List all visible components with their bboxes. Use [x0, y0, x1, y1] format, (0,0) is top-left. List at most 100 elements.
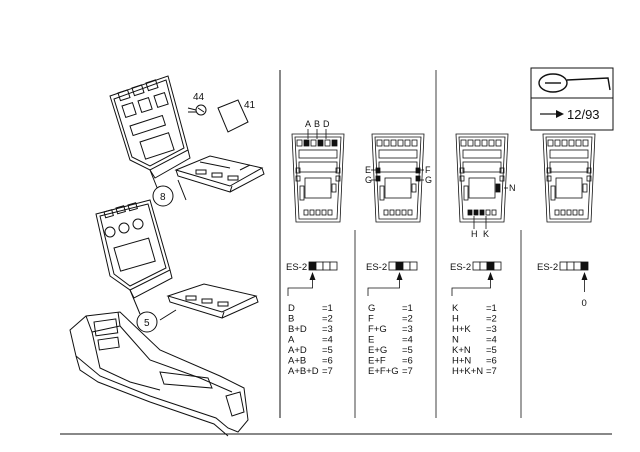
code-value: =7 — [322, 366, 333, 377]
code-value: =4 — [486, 335, 497, 346]
arrow-line — [287, 278, 313, 296]
marker-label: E — [365, 165, 371, 175]
code-combination: D — [288, 303, 295, 314]
steering-wheel-icon — [538, 73, 611, 93]
switch-panel-drawing — [291, 133, 345, 223]
marker-label: H — [471, 229, 478, 239]
upper-tray — [174, 155, 265, 193]
marker-label: G — [425, 175, 432, 185]
arrow-up-icon — [487, 272, 494, 280]
code-combination: E+F+G — [368, 366, 399, 377]
es-bit-box — [486, 261, 495, 271]
code-combination: E+F — [368, 356, 386, 367]
pad-part — [217, 99, 249, 133]
callout-8-label: 8 — [160, 192, 166, 203]
es-label: ES-2 — [286, 262, 307, 273]
es-bit-box — [472, 261, 481, 271]
code-combination: H+N — [452, 356, 471, 367]
marker-label: A — [305, 119, 311, 129]
es-bit-box — [409, 261, 418, 271]
code-combination: H — [452, 314, 459, 325]
es-bit-box — [395, 261, 404, 271]
code-combination: H+K+N — [452, 366, 483, 377]
code-combination: E — [368, 335, 374, 346]
arrow-line — [367, 278, 400, 296]
arrow-right-icon — [540, 110, 564, 118]
es-result: 0 — [582, 298, 587, 309]
code-value: =4 — [402, 335, 413, 346]
code-value: =2 — [402, 314, 413, 325]
code-value: =6 — [402, 356, 413, 367]
code-combination: B — [288, 314, 294, 325]
code-combination: N — [452, 335, 459, 346]
es-bit-box — [479, 261, 488, 271]
upper-console-panel — [109, 75, 191, 179]
code-value: =3 — [486, 324, 497, 335]
center-console-body — [69, 311, 249, 437]
callout-41: 41 — [244, 100, 256, 111]
arrow-up-icon — [396, 272, 403, 280]
es-bit-box — [580, 261, 589, 271]
es-bit-box — [388, 261, 397, 271]
variant-4: ES-2 0 — [537, 133, 596, 309]
es-bit-box — [402, 261, 411, 271]
code-combination: A — [288, 335, 295, 346]
marker-label: B — [314, 119, 320, 129]
switch-panel-drawing — [371, 133, 425, 223]
code-value: =5 — [486, 345, 497, 356]
code-value: =3 — [402, 324, 413, 335]
screw-part — [187, 104, 207, 116]
arrow-up-icon — [581, 272, 588, 280]
code-combination: A+D — [288, 345, 307, 356]
reference-box: 12/93 — [530, 67, 614, 131]
code-value: =7 — [402, 366, 413, 377]
es-bit-box — [329, 261, 338, 271]
code-combination: F — [368, 314, 374, 325]
code-value: =1 — [322, 303, 333, 314]
code-combination: A+B — [288, 356, 306, 367]
code-value: =5 — [322, 345, 333, 356]
callout-44: 44 — [193, 92, 205, 103]
code-value: =1 — [486, 303, 497, 314]
switch-panel-drawing — [542, 133, 596, 223]
es-bit-box — [315, 261, 324, 271]
code-combination: F+G — [368, 324, 387, 335]
code-value: =6 — [486, 356, 497, 367]
code-value: =3 — [322, 324, 333, 335]
marker-label: K — [483, 229, 489, 239]
callout-circle-5 — [136, 311, 158, 333]
middle-console-panel — [95, 199, 173, 299]
code-combination: H+K — [452, 324, 471, 335]
es-bit-box — [559, 261, 568, 271]
code-combination: K+N — [452, 345, 471, 356]
code-combination: E+G — [368, 345, 387, 356]
code-value: =1 — [402, 303, 413, 314]
code-combination: K — [452, 303, 459, 314]
es-label: ES-2 — [537, 262, 558, 273]
marker-label: F — [425, 165, 431, 175]
code-combination: G — [368, 303, 375, 314]
arrow-up-icon — [309, 272, 316, 280]
es-bit-box — [322, 261, 331, 271]
code-value: =2 — [322, 314, 333, 325]
es-bit-box — [573, 261, 582, 271]
callout-circle-8 — [152, 185, 174, 207]
code-value: =2 — [486, 314, 497, 325]
code-combination: A+B+D — [288, 366, 319, 377]
es-bit-box — [493, 261, 502, 271]
marker-label: D — [323, 119, 330, 129]
reference-page: 12/93 — [567, 107, 600, 122]
es-label: ES-2 — [366, 262, 387, 273]
code-value: =5 — [402, 345, 413, 356]
exploded-view — [69, 75, 265, 437]
callout-5-label: 5 — [144, 318, 150, 329]
marker-label: G — [365, 175, 372, 185]
code-value: =6 — [322, 356, 333, 367]
code-value: =7 — [486, 366, 497, 377]
switch-panel-drawing — [455, 133, 509, 223]
